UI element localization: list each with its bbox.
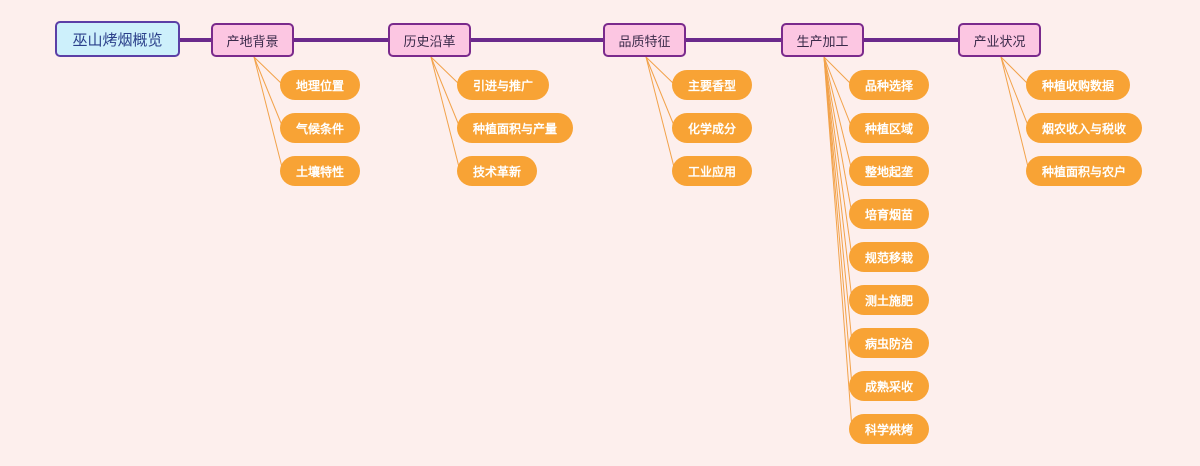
leaf-connector: [823, 56, 853, 301]
leaf-node[interactable]: 测土施肥: [849, 285, 930, 315]
leaf-node[interactable]: 科学烘烤: [849, 414, 930, 444]
leaf-node[interactable]: 种植面积与产量: [457, 113, 574, 143]
branch-node-history[interactable]: 历史沿革: [388, 23, 471, 57]
leaf-connector: [253, 56, 284, 172]
leaf-connector: [430, 56, 461, 172]
leaf-connector: [1000, 56, 1030, 172]
leaf-connector: [823, 56, 853, 215]
branch-node-production[interactable]: 生产加工: [781, 23, 864, 57]
branch-node-origin[interactable]: 产地背景: [211, 23, 294, 57]
leaf-node[interactable]: 气候条件: [280, 113, 361, 143]
leaf-connector: [1000, 56, 1030, 86]
branch-node-industry[interactable]: 产业状况: [958, 23, 1041, 57]
branch-node-quality[interactable]: 品质特征: [603, 23, 686, 57]
leaf-node[interactable]: 化学成分: [672, 113, 753, 143]
leaf-node[interactable]: 种植区域: [849, 113, 930, 143]
leaf-node[interactable]: 地理位置: [280, 70, 361, 100]
leaf-connector: [645, 56, 676, 129]
leaf-node[interactable]: 成熟采收: [849, 371, 930, 401]
leaf-node[interactable]: 主要香型: [672, 70, 753, 100]
leaf-connector: [430, 56, 461, 129]
leaf-connector: [823, 56, 853, 86]
leaf-node[interactable]: 整地起垄: [849, 156, 930, 186]
leaf-connector: [823, 56, 853, 172]
leaf-node[interactable]: 烟农收入与税收: [1026, 113, 1143, 143]
leaf-node[interactable]: 土壤特性: [280, 156, 361, 186]
leaf-node[interactable]: 培育烟苗: [849, 199, 930, 229]
leaf-connector: [823, 56, 853, 258]
leaf-connector: [645, 56, 676, 172]
root-node[interactable]: 巫山烤烟概览: [55, 21, 180, 57]
leaf-node[interactable]: 种植收购数据: [1026, 70, 1131, 100]
leaf-node[interactable]: 规范移栽: [849, 242, 930, 272]
leaf-connector: [645, 56, 676, 86]
leaf-connector: [430, 56, 461, 86]
leaf-connector: [253, 56, 284, 129]
leaf-node[interactable]: 引进与推广: [457, 70, 550, 100]
leaf-connector: [823, 56, 853, 344]
leaf-node[interactable]: 技术革新: [457, 156, 538, 186]
leaf-connector: [1000, 56, 1030, 129]
leaf-node[interactable]: 病虫防治: [849, 328, 930, 358]
leaf-node[interactable]: 工业应用: [672, 156, 753, 186]
leaf-node[interactable]: 种植面积与农户: [1026, 156, 1143, 186]
leaf-connector: [253, 56, 284, 86]
leaf-connector: [823, 56, 853, 430]
leaf-connector: [823, 56, 853, 129]
leaf-connector: [823, 56, 853, 387]
leaf-node[interactable]: 品种选择: [849, 70, 930, 100]
